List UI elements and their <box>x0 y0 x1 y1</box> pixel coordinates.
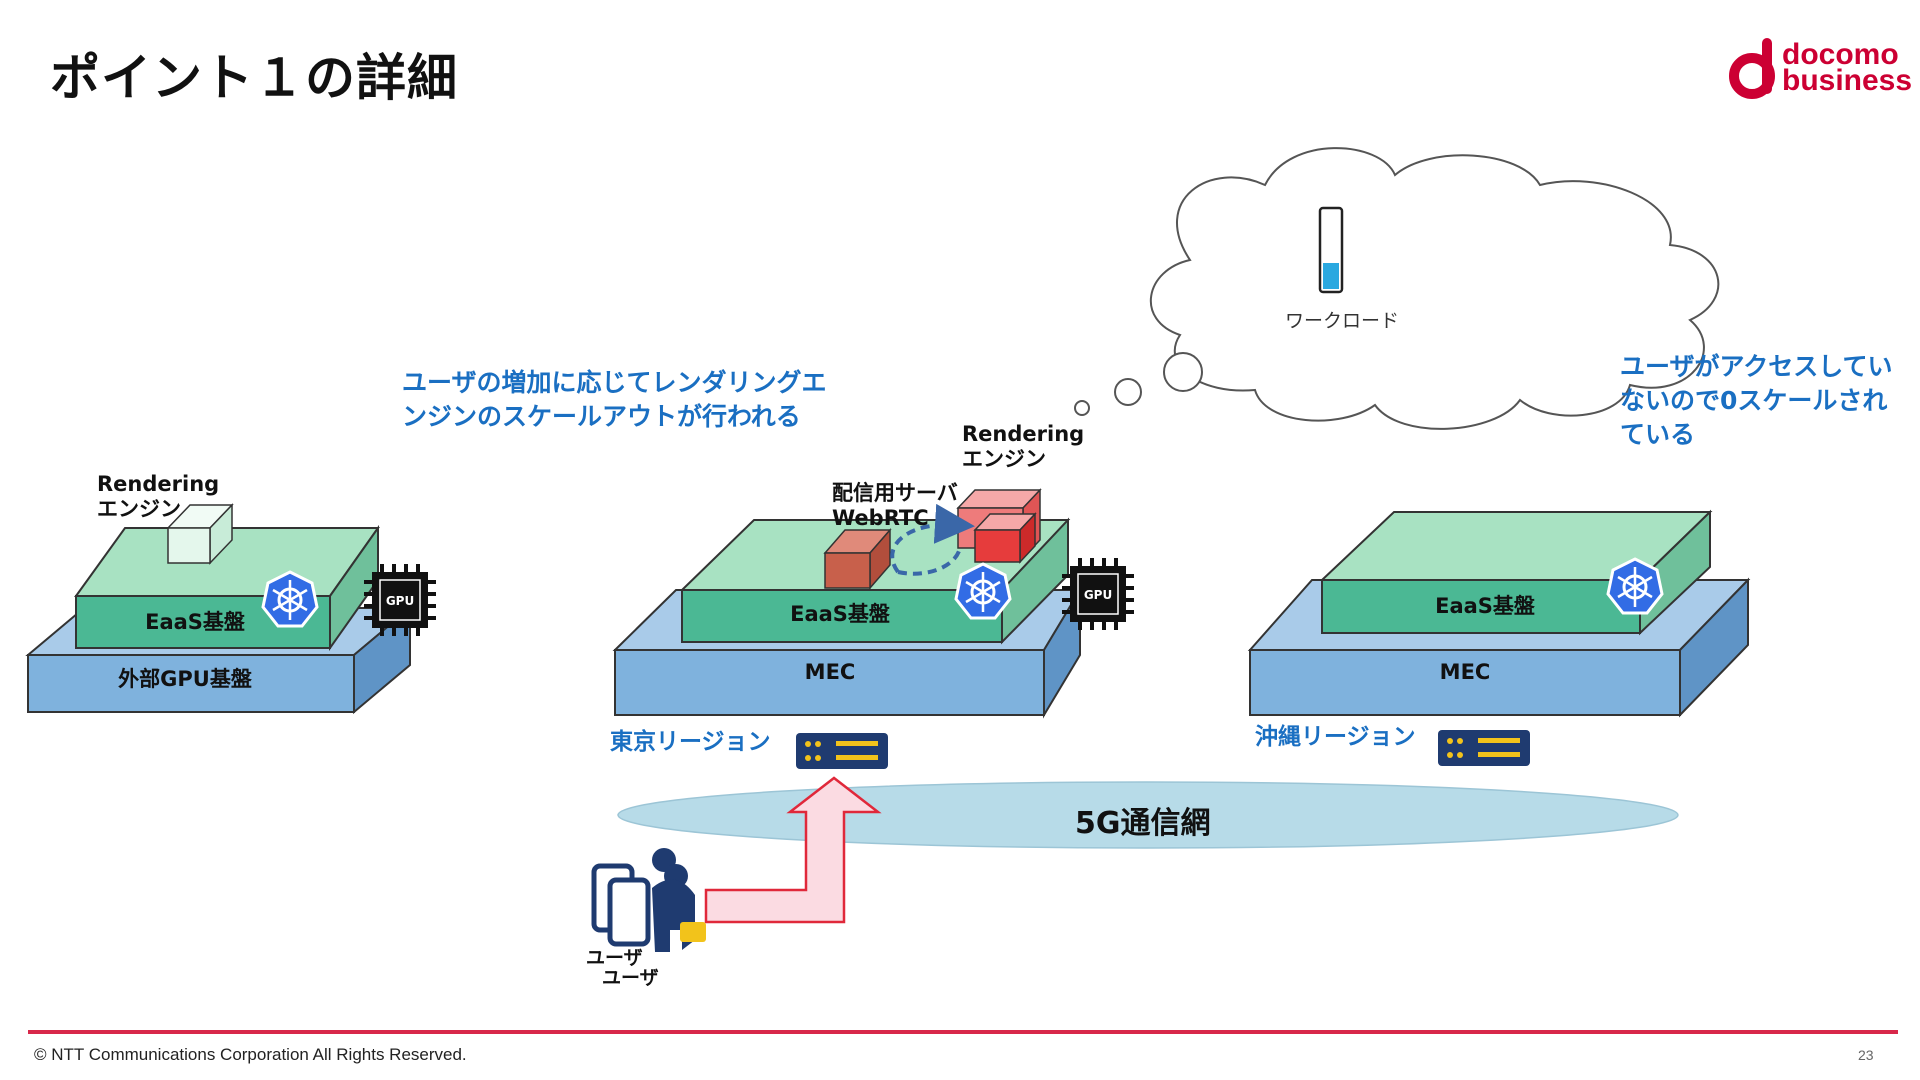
note-line: ユーザの増加に応じてレンダリングエ <box>402 368 827 397</box>
note-line: ている <box>1620 420 1696 449</box>
kubernetes-icon <box>261 570 319 628</box>
label-line: Rendering <box>962 422 1085 446</box>
page-number: 23 <box>1858 1047 1874 1063</box>
server-label: 配信用サーバ WebRTC <box>832 481 958 531</box>
label-line: 配信用サーバ <box>832 481 958 505</box>
workload-gauge <box>1318 206 1344 294</box>
label-line: WebRTC <box>832 506 929 530</box>
server-icon <box>796 733 888 769</box>
access-arrow <box>704 776 882 924</box>
user-label: ユーザ ユーザ <box>586 948 659 988</box>
center-base-label: MEC <box>804 660 856 684</box>
left-eaas-label: EaaS基盤 <box>145 610 245 634</box>
page-title: ポイント１の詳細 <box>50 49 458 107</box>
footer-divider <box>28 1030 1898 1034</box>
right-stack <box>1247 509 1751 718</box>
gpu-chip-icon: GPU <box>364 564 436 636</box>
label-line: ユーザ <box>602 967 659 989</box>
right-eaas-label: EaaS基盤 <box>1435 594 1535 618</box>
5g-network-ellipse <box>617 781 1679 849</box>
okinawa-region-label: 沖縄リージョン <box>1255 724 1416 750</box>
right-base-label: MEC <box>1439 660 1491 684</box>
server-icon <box>1438 730 1530 766</box>
docomo-business-logo <box>1729 38 1775 99</box>
note-line: ンジンのスケールアウトが行われる <box>402 402 801 431</box>
tokyo-region-label: 東京リージョン <box>610 729 771 755</box>
kubernetes-icon <box>954 562 1012 620</box>
scale-out-note: ユーザの増加に応じてレンダリングエ ンジンのスケールアウトが行われる <box>402 366 827 434</box>
label-line: エンジン <box>97 497 181 521</box>
user-devices-icon <box>591 848 706 952</box>
gpu-chip-label: GPU <box>1084 588 1112 602</box>
label-line: Rendering <box>97 472 220 496</box>
scale-zero-note: ユーザがアクセスしてい ないので0スケールされ ている <box>1620 350 1893 452</box>
center-eaas-label: EaaS基盤 <box>790 602 890 626</box>
label-line: ユーザ <box>586 947 643 969</box>
label-line: エンジン <box>962 447 1046 471</box>
logo-text-business: business <box>1782 64 1913 97</box>
workload-label: ワークロード <box>1285 310 1400 332</box>
note-line: ないので0スケールされ <box>1620 386 1888 415</box>
kubernetes-icon <box>1606 557 1664 615</box>
gpu-chip-icon: GPU <box>1062 558 1134 630</box>
gpu-chip-label: GPU <box>386 594 414 608</box>
center-engine-label: Rendering エンジン <box>962 422 1084 472</box>
left-engine-label: Rendering エンジン <box>97 472 219 522</box>
logo-text-docomo: docomo <box>1782 38 1899 71</box>
5g-network-label: 5G通信網 <box>1075 806 1211 841</box>
copyright-text: © NTT Communications Corporation All Rig… <box>34 1045 467 1064</box>
left-base-label: 外部GPU基盤 <box>118 667 252 691</box>
note-line: ユーザがアクセスしてい <box>1620 352 1893 381</box>
thought-cloud <box>1074 147 1720 430</box>
